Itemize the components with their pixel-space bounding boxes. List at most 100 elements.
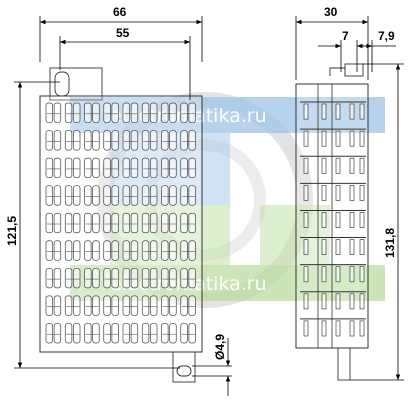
terminal-cell	[141, 185, 158, 206]
terminal-cell	[122, 130, 139, 151]
side-terminal-level	[300, 318, 366, 337]
side-terminal-levels	[300, 101, 366, 337]
terminal-cell	[64, 240, 81, 261]
terminal-cell	[103, 295, 119, 316]
terminal-cell	[45, 157, 62, 179]
terminal-cell	[64, 130, 81, 151]
terminal-cell	[161, 185, 177, 206]
dim-front-height: 121,5	[5, 216, 19, 246]
dim-side-width: 30	[324, 5, 338, 19]
terminal-cell	[103, 267, 119, 289]
side-bottom-foot	[337, 347, 351, 381]
side-terminal-level	[300, 291, 366, 310]
terminal-cell	[84, 185, 100, 206]
terminal-cell	[64, 212, 81, 234]
side-terminal-level	[300, 182, 366, 201]
terminal-cell	[161, 323, 177, 344]
terminal-cell	[84, 240, 100, 261]
terminal-cell	[103, 185, 119, 206]
terminal-cell	[64, 295, 81, 316]
side-terminal-level	[300, 237, 366, 256]
terminal-cell	[180, 240, 196, 261]
terminal-cell	[180, 185, 196, 206]
terminal-cell	[84, 157, 100, 179]
side-terminal-level	[300, 155, 366, 174]
terminal-cell	[122, 212, 139, 234]
front-body	[39, 95, 203, 353]
side-view	[295, 63, 369, 381]
side-rail	[317, 83, 333, 349]
terminal-cell	[180, 295, 196, 316]
terminal-cell	[180, 323, 196, 344]
terminal-cell	[45, 212, 62, 234]
terminal-cell	[45, 185, 62, 206]
terminal-cell	[161, 240, 177, 261]
front-bottom-foot	[172, 351, 196, 383]
terminal-cell	[161, 267, 177, 289]
front-bottom-hole	[176, 365, 192, 377]
side-terminal-level	[300, 128, 366, 147]
watermark: electromatika.ru electromatika.ru	[70, 92, 385, 308]
terminal-cell	[45, 240, 62, 261]
terminal-cell	[122, 240, 139, 261]
dimensions: 66 55 121,5 Ø4,9 30 7 7,9	[5, 5, 404, 396]
terminal-cell	[45, 102, 62, 123]
terminal-cell	[103, 323, 119, 344]
terminal-cell	[84, 212, 100, 234]
terminal-cell	[45, 323, 62, 344]
dim-front-width-overall: 66	[113, 5, 127, 19]
dim-side-pitch: 7	[342, 29, 349, 43]
terminal-cell	[141, 267, 158, 289]
terminal-cell	[141, 102, 158, 123]
terminal-grid	[45, 102, 196, 344]
terminal-cell	[141, 295, 158, 316]
terminal-cell	[180, 267, 196, 289]
front-top-latch	[49, 67, 103, 101]
terminal-cell	[141, 130, 158, 151]
terminal-cell	[103, 102, 119, 123]
side-terminal-level	[300, 209, 366, 228]
side-terminal-level	[300, 264, 366, 283]
terminal-cell	[122, 267, 139, 289]
terminal-cell	[141, 323, 158, 344]
terminal-cell	[64, 185, 81, 206]
dim-side-height: 131,8	[383, 228, 397, 258]
terminal-cell	[161, 130, 177, 151]
watermark-band-green	[70, 265, 385, 301]
terminal-cell	[64, 323, 81, 344]
watermark-panel-green-r	[260, 205, 330, 265]
dim-side-offset: 7,9	[378, 29, 395, 43]
terminal-cell	[161, 212, 177, 234]
terminal-cell	[161, 102, 177, 123]
terminal-cell	[45, 267, 62, 289]
dim-hole-diameter: Ø4,9	[213, 334, 227, 360]
terminal-cell	[180, 212, 196, 234]
terminal-cell	[122, 185, 139, 206]
terminal-cell	[45, 130, 62, 151]
side-top-hook	[329, 67, 346, 76]
terminal-cell	[161, 295, 177, 316]
terminal-cell	[64, 157, 81, 179]
terminal-cell	[122, 102, 139, 123]
terminal-cell	[84, 102, 100, 123]
terminal-cell	[84, 295, 100, 316]
terminal-cell	[84, 267, 100, 289]
terminal-cell	[122, 295, 139, 316]
terminal-cell	[122, 323, 139, 344]
terminal-cell	[180, 157, 196, 179]
watermark-panel-green	[110, 205, 230, 265]
terminal-cell	[180, 130, 196, 151]
front-view	[39, 67, 203, 383]
side-terminal-level	[300, 101, 366, 120]
terminal-cell	[103, 157, 119, 179]
watermark-band-blue	[70, 97, 385, 133]
terminal-cell	[161, 157, 177, 179]
side-top-clip	[344, 63, 364, 77]
front-top-hole	[54, 71, 70, 97]
terminal-cell	[103, 130, 119, 151]
terminal-cell	[141, 240, 158, 261]
terminal-cell	[103, 212, 119, 234]
terminal-cell	[141, 157, 158, 179]
terminal-cell	[141, 212, 158, 234]
